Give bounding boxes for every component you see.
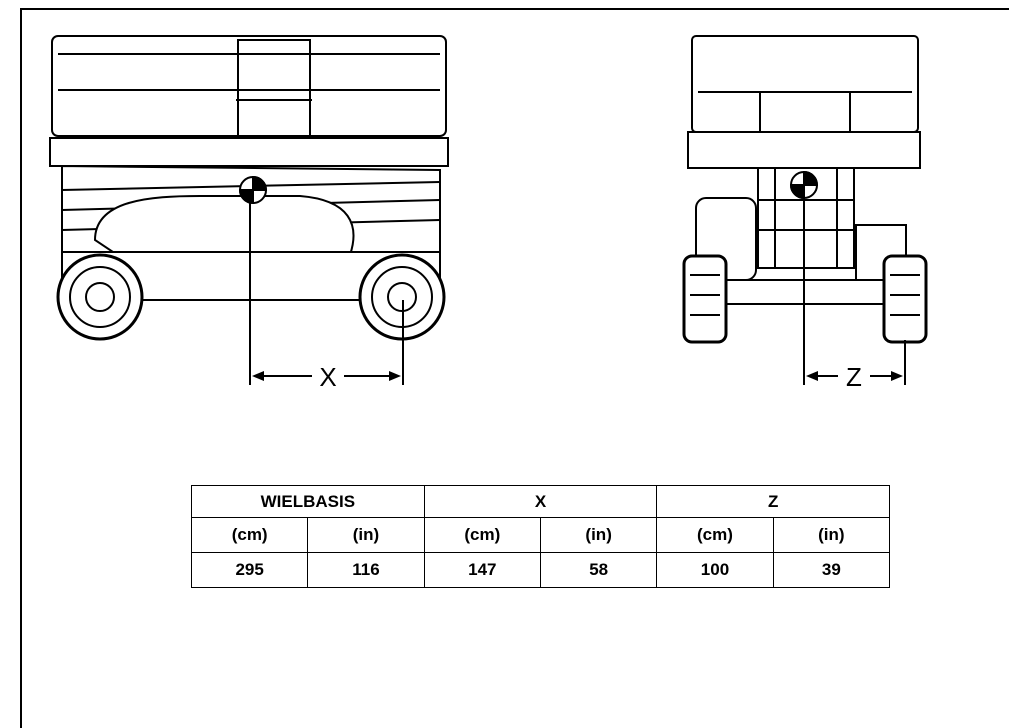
unit-cell: (cm): [423, 517, 541, 553]
rear-platform: [687, 131, 921, 169]
unit-cell: (cm): [190, 517, 309, 553]
unit-cell: (in): [539, 517, 658, 553]
value-cell: 39: [772, 552, 891, 588]
side-dimension-label: X: [319, 362, 336, 392]
rear-dimension-label: Z: [846, 362, 862, 392]
value-cell: 58: [539, 552, 658, 588]
scissor-lift-drawing: X Z: [49, 35, 928, 392]
rear-guardrail: [691, 35, 919, 133]
value-cell: 100: [656, 552, 774, 588]
unit-cell: (in): [307, 517, 425, 553]
value-cell: 147: [423, 552, 541, 588]
table-header-row: WIELBASIS X Z: [191, 485, 890, 518]
side-platform: [49, 137, 449, 167]
wheelbase-table: WIELBASIS X Z (cm) (in) (cm) (in) (cm) (…: [190, 485, 891, 588]
header-x: X: [423, 485, 658, 518]
header-z: Z: [656, 485, 890, 518]
side-gate: [237, 39, 311, 137]
header-wielbasis: WIELBASIS: [191, 485, 425, 518]
table-values-row: 295 116 147 58 100 39: [190, 552, 891, 588]
unit-cell: (cm): [656, 517, 774, 553]
rear-right-wheel: [882, 254, 928, 344]
unit-cell: (in): [772, 517, 891, 553]
rear-view: [682, 35, 928, 385]
value-cell: 295: [190, 552, 309, 588]
table-units-row: (cm) (in) (cm) (in) (cm) (in): [190, 517, 891, 553]
value-cell: 116: [307, 552, 425, 588]
side-guardrail: [51, 35, 447, 137]
rear-left-wheel: [682, 254, 728, 344]
side-view: [49, 35, 449, 385]
page-frame: [20, 8, 1009, 728]
